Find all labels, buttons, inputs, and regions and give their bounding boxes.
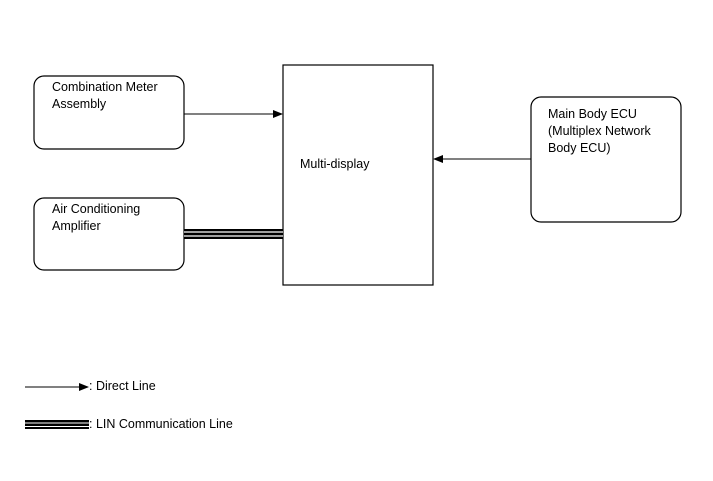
- multi-display-label: Multi-display: [300, 157, 370, 171]
- air-conditioning-amplifier-label: Air Conditioning Amplifier: [52, 202, 141, 233]
- multi-display-box: [282, 64, 434, 286]
- legend-lin-line-symbol: [25, 420, 89, 429]
- combination-meter-box: [33, 75, 185, 150]
- main-body-ecu-label: Main Body ECU (Multiplex Network Body EC…: [548, 107, 651, 155]
- combination-meter-label: Combination Meter Assembly: [52, 80, 158, 111]
- legend-direct-line-text: : Direct Line: [89, 379, 156, 393]
- legend-lin-line-text: : LIN Communication Line: [89, 417, 233, 431]
- lin-line-air-conditioning: [184, 229, 283, 239]
